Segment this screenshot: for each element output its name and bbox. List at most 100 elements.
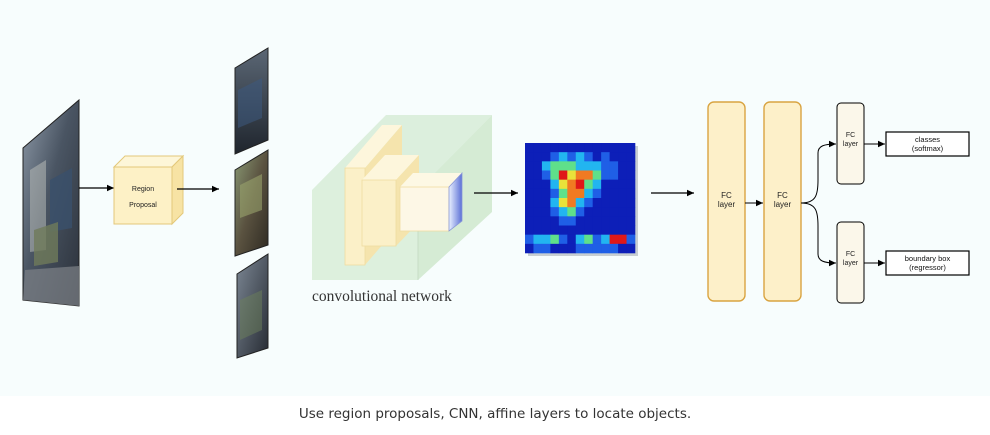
heatmap-cell	[533, 234, 543, 245]
heatmap-cell	[567, 198, 577, 208]
heatmap-cell	[609, 179, 619, 190]
heatmap-cell	[533, 161, 543, 171]
heatmap-cell	[575, 225, 585, 235]
heatmap-cell	[626, 207, 636, 217]
branch-to-bbox	[800, 202, 837, 267]
heatmap-cell	[584, 198, 593, 208]
heatmap-cell	[567, 207, 577, 217]
heatmap-cell	[584, 170, 593, 180]
heatmap-cell	[550, 143, 560, 153]
fc-layer-classes: FC layer	[836, 102, 865, 185]
heatmap-cell	[567, 234, 577, 245]
heatmap-cell	[584, 234, 593, 245]
heatmap-cell	[601, 207, 610, 217]
heatmap-cell	[618, 234, 627, 245]
heatmap-cell	[525, 152, 534, 162]
heatmap-cell	[550, 225, 560, 235]
fc-layer-bbox: FC layer	[836, 221, 865, 304]
fc-layer-1: FC layer	[707, 101, 746, 302]
heatmap-cell	[567, 216, 577, 226]
heatmap-cell	[609, 152, 619, 162]
heatmap-cell	[533, 179, 543, 190]
heatmap-cell	[601, 243, 610, 254]
heatmap-cell	[533, 243, 543, 254]
region-box-label-line1: Region	[132, 186, 154, 193]
heatmap-cell	[541, 170, 551, 180]
heatmap-cell	[541, 198, 551, 208]
fc-bbox-label-line2: layer	[843, 260, 859, 267]
fc-layer-1-label-line2: layer	[718, 200, 736, 209]
heatmap-cell	[558, 225, 568, 235]
heatmap-cell	[626, 152, 636, 162]
heatmap-cell	[567, 170, 577, 180]
heatmap-cell	[626, 243, 636, 254]
heatmap-cell	[618, 198, 627, 208]
heatmap-cell	[601, 198, 610, 208]
heatmap-cell	[525, 243, 534, 254]
fc-classes-label-line1: FC	[846, 132, 855, 139]
heatmap-cell	[601, 143, 610, 153]
heatmap-cell	[541, 225, 551, 235]
classes-softmax-box: classes (softmax)	[885, 131, 970, 157]
heatmap-cell	[618, 152, 627, 162]
heatmap-cell	[567, 243, 577, 254]
heatmap-cell	[541, 234, 551, 245]
region-proposal-box: Region Proposal	[112, 154, 185, 226]
heatmap-cell	[618, 179, 627, 190]
heatmap-cell	[558, 207, 568, 217]
heatmap-cell	[525, 234, 534, 245]
heatmap-cell	[550, 152, 560, 162]
heatmap-cell	[558, 161, 568, 171]
heatmap-cell	[525, 207, 534, 217]
heatmap-cell	[575, 198, 585, 208]
heatmap-cell	[609, 188, 619, 199]
heatmap-cell	[601, 161, 610, 171]
heatmap-cell	[592, 198, 602, 208]
feature-heatmap	[525, 143, 636, 254]
heatmap-cell	[550, 207, 560, 217]
heatmap-cell	[525, 179, 534, 190]
fc-layer-2-label-line1: FC	[777, 191, 788, 200]
heatmap-cell	[626, 225, 636, 235]
heatmap-cell	[592, 216, 602, 226]
conv-layers	[344, 125, 463, 266]
heatmap-cell	[533, 207, 543, 217]
heatmap-cell	[626, 161, 636, 171]
fc-layer-1-label-line1: FC	[721, 191, 732, 200]
heatmap-cell	[567, 179, 577, 190]
heatmap-cell	[609, 234, 619, 245]
heatmap-cell	[533, 225, 543, 235]
heatmap-cell	[601, 179, 610, 190]
heatmap-cell	[558, 234, 568, 245]
feature-map-slice	[448, 171, 463, 232]
fc-classes-label-line2: layer	[843, 141, 859, 148]
heatmap-cell	[541, 188, 551, 199]
heatmap-cell	[567, 152, 577, 162]
heatmap-cell	[609, 216, 619, 226]
heatmap-cell	[525, 143, 534, 153]
heatmap-cell	[584, 225, 593, 235]
heatmap-cell	[558, 188, 568, 199]
heatmap-cell	[541, 152, 551, 162]
heatmap-cell	[575, 207, 585, 217]
heatmap-cell	[592, 243, 602, 254]
heatmap-cell	[575, 143, 585, 153]
region-box-label-line2: Proposal	[129, 202, 157, 209]
heatmap-cell	[533, 143, 543, 153]
heatmap-cell	[584, 161, 593, 171]
conv-layer-3	[399, 171, 463, 232]
heatmap-cell	[533, 188, 543, 199]
heatmap-cell	[584, 152, 593, 162]
heatmap-cell	[550, 198, 560, 208]
heatmap-cell	[525, 216, 534, 226]
heatmap-cell	[584, 243, 593, 254]
heatmap-cell	[567, 161, 577, 171]
boundary-box-regressor-box: boundary box (regressor)	[885, 250, 970, 276]
heatmap-cell	[584, 216, 593, 226]
heatmap-cell	[550, 188, 560, 199]
bbox-label-line1: boundary box	[905, 254, 951, 263]
classes-label-line1: classes	[915, 135, 940, 144]
heatmap-cell	[592, 225, 602, 235]
heatmap-cell	[533, 198, 543, 208]
heatmap-cell	[626, 170, 636, 180]
